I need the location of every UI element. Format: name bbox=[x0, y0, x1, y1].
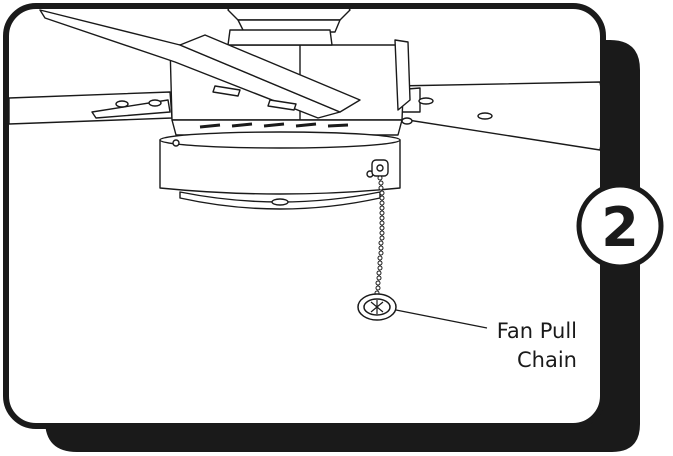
callout-leader-line bbox=[395, 309, 488, 329]
step-number: 2 bbox=[601, 196, 639, 259]
callout-label-line1: Fan Pull bbox=[497, 319, 577, 343]
ceiling-fan-icon bbox=[9, 9, 600, 210]
callout-label-line2: Chain bbox=[517, 348, 577, 372]
pull-chain-fob bbox=[357, 293, 397, 321]
pull-chain-icon bbox=[374, 175, 385, 296]
step-badge: 2 bbox=[576, 182, 664, 270]
